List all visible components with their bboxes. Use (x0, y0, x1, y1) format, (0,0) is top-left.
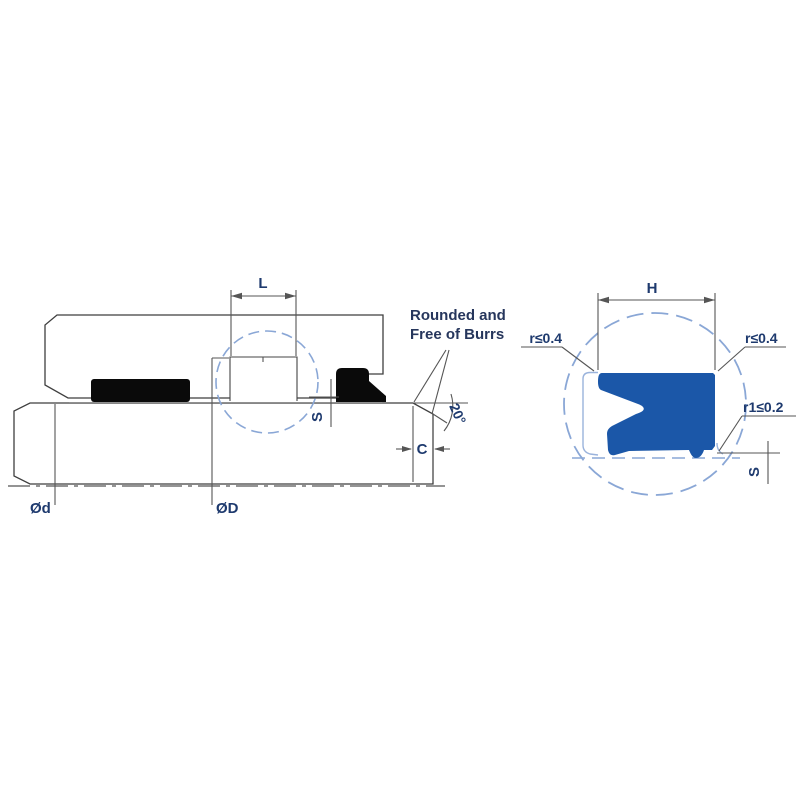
dimension-OD: ØD (211, 357, 239, 517)
radius-callout-right: r≤0.4 (717, 330, 786, 372)
label-S-left: S (309, 412, 326, 422)
detail-view-seal: H r≤0.4 r≤0.4 r1≤0.2 S (521, 280, 796, 496)
note-line-1: Rounded and (410, 307, 506, 324)
heel-radius-callout: r1≤0.2 (718, 399, 796, 452)
guide-band-seal (91, 379, 190, 402)
label-r-right: r≤0.4 (745, 330, 778, 346)
dimension-L: L (230, 275, 297, 356)
left-view-installation: L ØD Ød S C 20° (8, 275, 506, 517)
label-r1: r1≤0.2 (743, 399, 784, 415)
label-L: L (258, 275, 267, 292)
radius-callout-left: r≤0.4 (521, 330, 595, 372)
seal-profile (598, 373, 715, 458)
dimension-S-right: S (717, 441, 780, 484)
dimension-Od: Ød (30, 500, 51, 517)
label-Od: Ød (30, 500, 51, 517)
label-H: H (647, 280, 658, 297)
burrs-note: Rounded and Free of Burrs (410, 307, 506, 415)
detail-callout-circle (215, 330, 319, 434)
label-20deg: 20° (446, 401, 469, 427)
groove-wall-outline-left (582, 371, 599, 456)
detail-circle (563, 312, 747, 496)
dimension-S-left: S (309, 379, 339, 427)
wiper-seal (336, 368, 386, 402)
dimension-H: H (597, 280, 716, 370)
seal-groove (230, 357, 297, 401)
clearance-gap (69, 399, 382, 403)
label-r-left: r≤0.4 (529, 330, 562, 346)
label-C: C (417, 441, 428, 458)
label-S-right: S (746, 467, 763, 477)
dimension-C-chamfer: C 20° (396, 393, 469, 482)
note-line-2: Free of Burrs (410, 326, 504, 343)
label-OD: ØD (216, 500, 239, 517)
shaft-rod (13, 402, 434, 485)
